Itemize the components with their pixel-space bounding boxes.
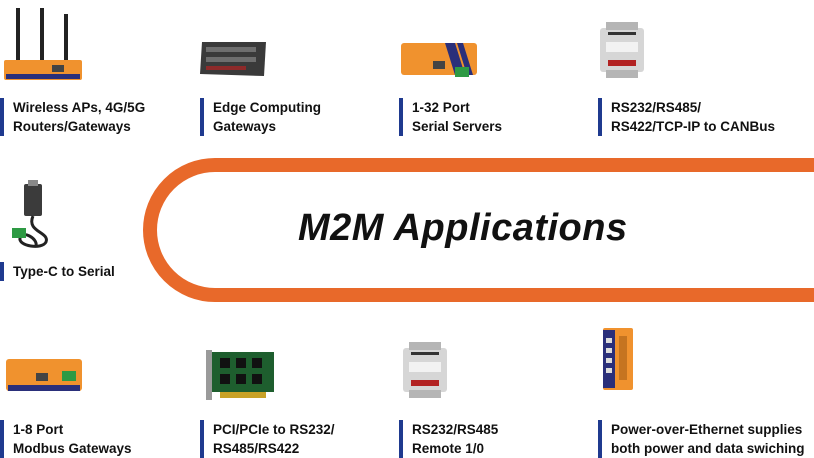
product-label-line: Gateways bbox=[213, 119, 277, 134]
product-label-line: RS232/RS485 bbox=[412, 422, 499, 437]
product-label: Power-over-Ethernet supplies both power … bbox=[598, 420, 805, 458]
din-rail-module-icon bbox=[600, 20, 644, 80]
product-label-line: 1-32 Port bbox=[412, 100, 470, 115]
product-label-line: Wireless APs, 4G/5G bbox=[13, 100, 146, 115]
product-label-line: Power-over-Ethernet supplies bbox=[611, 422, 803, 437]
product-label: PCI/PCIe to RS232/ RS485/RS422 bbox=[200, 420, 335, 458]
product-label-line: Modbus Gateways bbox=[13, 441, 132, 456]
page-title: M2M Applications bbox=[298, 207, 628, 249]
product-label-line: RS232/RS485/ bbox=[611, 100, 702, 115]
product-label-line: Serial Servers bbox=[412, 119, 503, 134]
product-label-line: Remote 1/0 bbox=[412, 441, 485, 456]
usb-serial-cable-icon bbox=[6, 180, 58, 250]
product-label: 1-32 Port Serial Servers bbox=[399, 98, 502, 136]
product-label: RS232/RS485 Remote 1/0 bbox=[399, 420, 498, 458]
edge-gateway-icon bbox=[198, 38, 270, 80]
product-label-line: Edge Computing bbox=[213, 100, 321, 115]
product-label: Type-C to Serial bbox=[0, 262, 115, 281]
product-label-line: PCI/PCIe to RS232/ bbox=[213, 422, 335, 437]
poe-switch-icon bbox=[603, 328, 633, 390]
din-rail-module-icon bbox=[403, 340, 447, 400]
product-label: RS232/RS485/ RS422/TCP-IP to CANBus bbox=[598, 98, 775, 136]
product-label-line: Routers/Gateways bbox=[13, 119, 131, 134]
product-label: Wireless APs, 4G/5G Routers/Gateways bbox=[0, 98, 145, 136]
pci-card-icon bbox=[206, 348, 276, 402]
modbus-gateway-icon bbox=[6, 355, 82, 397]
product-label-line: 1-8 Port bbox=[13, 422, 64, 437]
product-label-line: both power and data swiching bbox=[611, 441, 805, 456]
product-label: 1-8 Port Modbus Gateways bbox=[0, 420, 132, 458]
serial-server-icon bbox=[401, 37, 479, 79]
product-label-line: RS422/TCP-IP to CANBus bbox=[611, 119, 776, 134]
product-label-line: RS485/RS422 bbox=[213, 441, 300, 456]
product-label-line: Type-C to Serial bbox=[13, 264, 115, 279]
product-label: Edge Computing Gateways bbox=[200, 98, 321, 136]
wireless-router-icon bbox=[4, 8, 84, 83]
